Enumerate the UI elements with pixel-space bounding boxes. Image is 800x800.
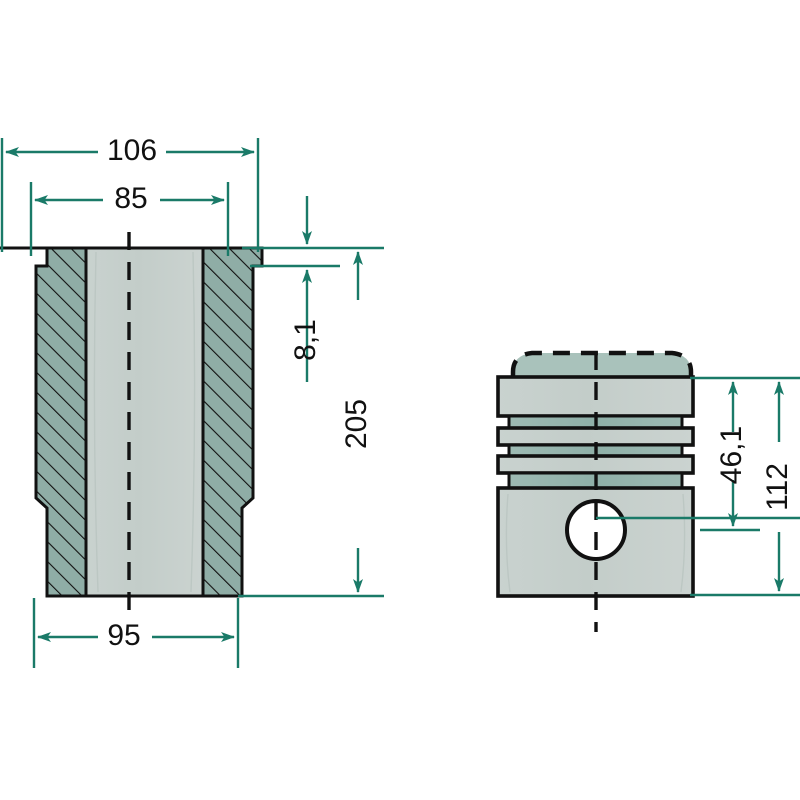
liner-shade-left: [93, 251, 99, 593]
dim-label-205: 205: [340, 399, 373, 449]
dim-label-112: 112: [761, 463, 794, 511]
cylinder-liner-section: [0, 232, 264, 616]
piston-pin-bore: [565, 499, 627, 561]
liner-bore-face: [84, 246, 205, 598]
dimension-labels: 106 85 8,1 205 95 46,1 112: [107, 134, 794, 652]
liner-shade-right: [190, 251, 196, 593]
dim-label-85: 85: [114, 182, 147, 215]
piston-shade-right: [680, 493, 686, 593]
piston-shade-left: [505, 493, 511, 593]
piston-crown-hidden-outline: [510, 350, 694, 377]
dim-label-461: 46,1: [715, 426, 748, 484]
dim-label-106: 106: [107, 134, 157, 167]
piston-dimension-group: [596, 376, 800, 597]
piston-section: [496, 350, 695, 632]
liner-dimension-group: [0, 138, 384, 668]
dim-label-95: 95: [107, 619, 140, 652]
dim-label-81: 8,1: [289, 319, 322, 361]
